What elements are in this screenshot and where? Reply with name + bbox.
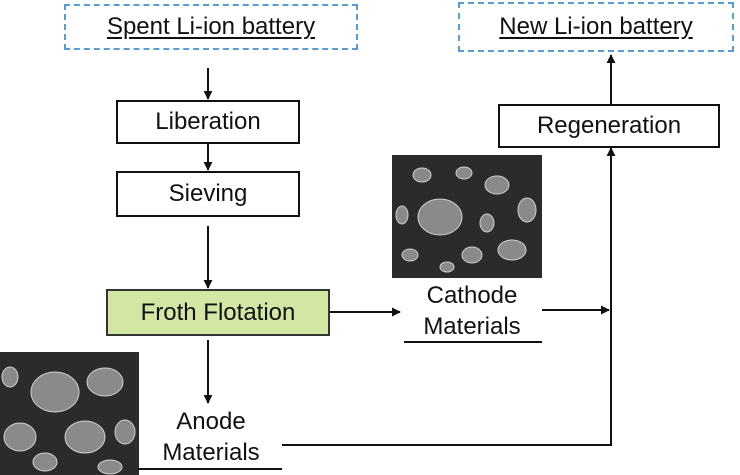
- froth-flotation-label: Froth Flotation: [140, 298, 296, 326]
- anode-label-line1: Anode: [176, 408, 246, 435]
- cathode-label-line1: Cathode: [426, 282, 518, 309]
- new-battery-box: New Li-ion battery: [458, 2, 734, 52]
- anode-label: Anode Materials: [138, 406, 284, 468]
- cathode-underline: [404, 341, 542, 343]
- anode-underline: [138, 468, 282, 470]
- liberation-box: Liberation: [116, 100, 300, 144]
- cathode-label-line2: Materials: [423, 313, 521, 340]
- anode-label-line2: Materials: [162, 439, 260, 466]
- new-battery-label: New Li-ion battery: [499, 13, 693, 40]
- froth-flotation-box: Froth Flotation: [106, 289, 330, 336]
- cathode-particles: [392, 155, 542, 278]
- anode-micrograph: [0, 352, 139, 475]
- sieving-label: Sieving: [168, 180, 248, 207]
- liberation-label: Liberation: [155, 108, 261, 135]
- line-anode-to-merge: [282, 310, 612, 446]
- regeneration-box: Regeneration: [498, 104, 720, 148]
- spent-battery-box: Spent Li-ion battery: [64, 4, 358, 50]
- cathode-label: Cathode Materials: [402, 280, 542, 342]
- anode-particles: [0, 352, 139, 475]
- cathode-micrograph: [392, 155, 542, 278]
- regeneration-label: Regeneration: [536, 112, 682, 139]
- spent-battery-label: Spent Li-ion battery: [106, 13, 316, 40]
- sieving-box: Sieving: [116, 171, 300, 217]
